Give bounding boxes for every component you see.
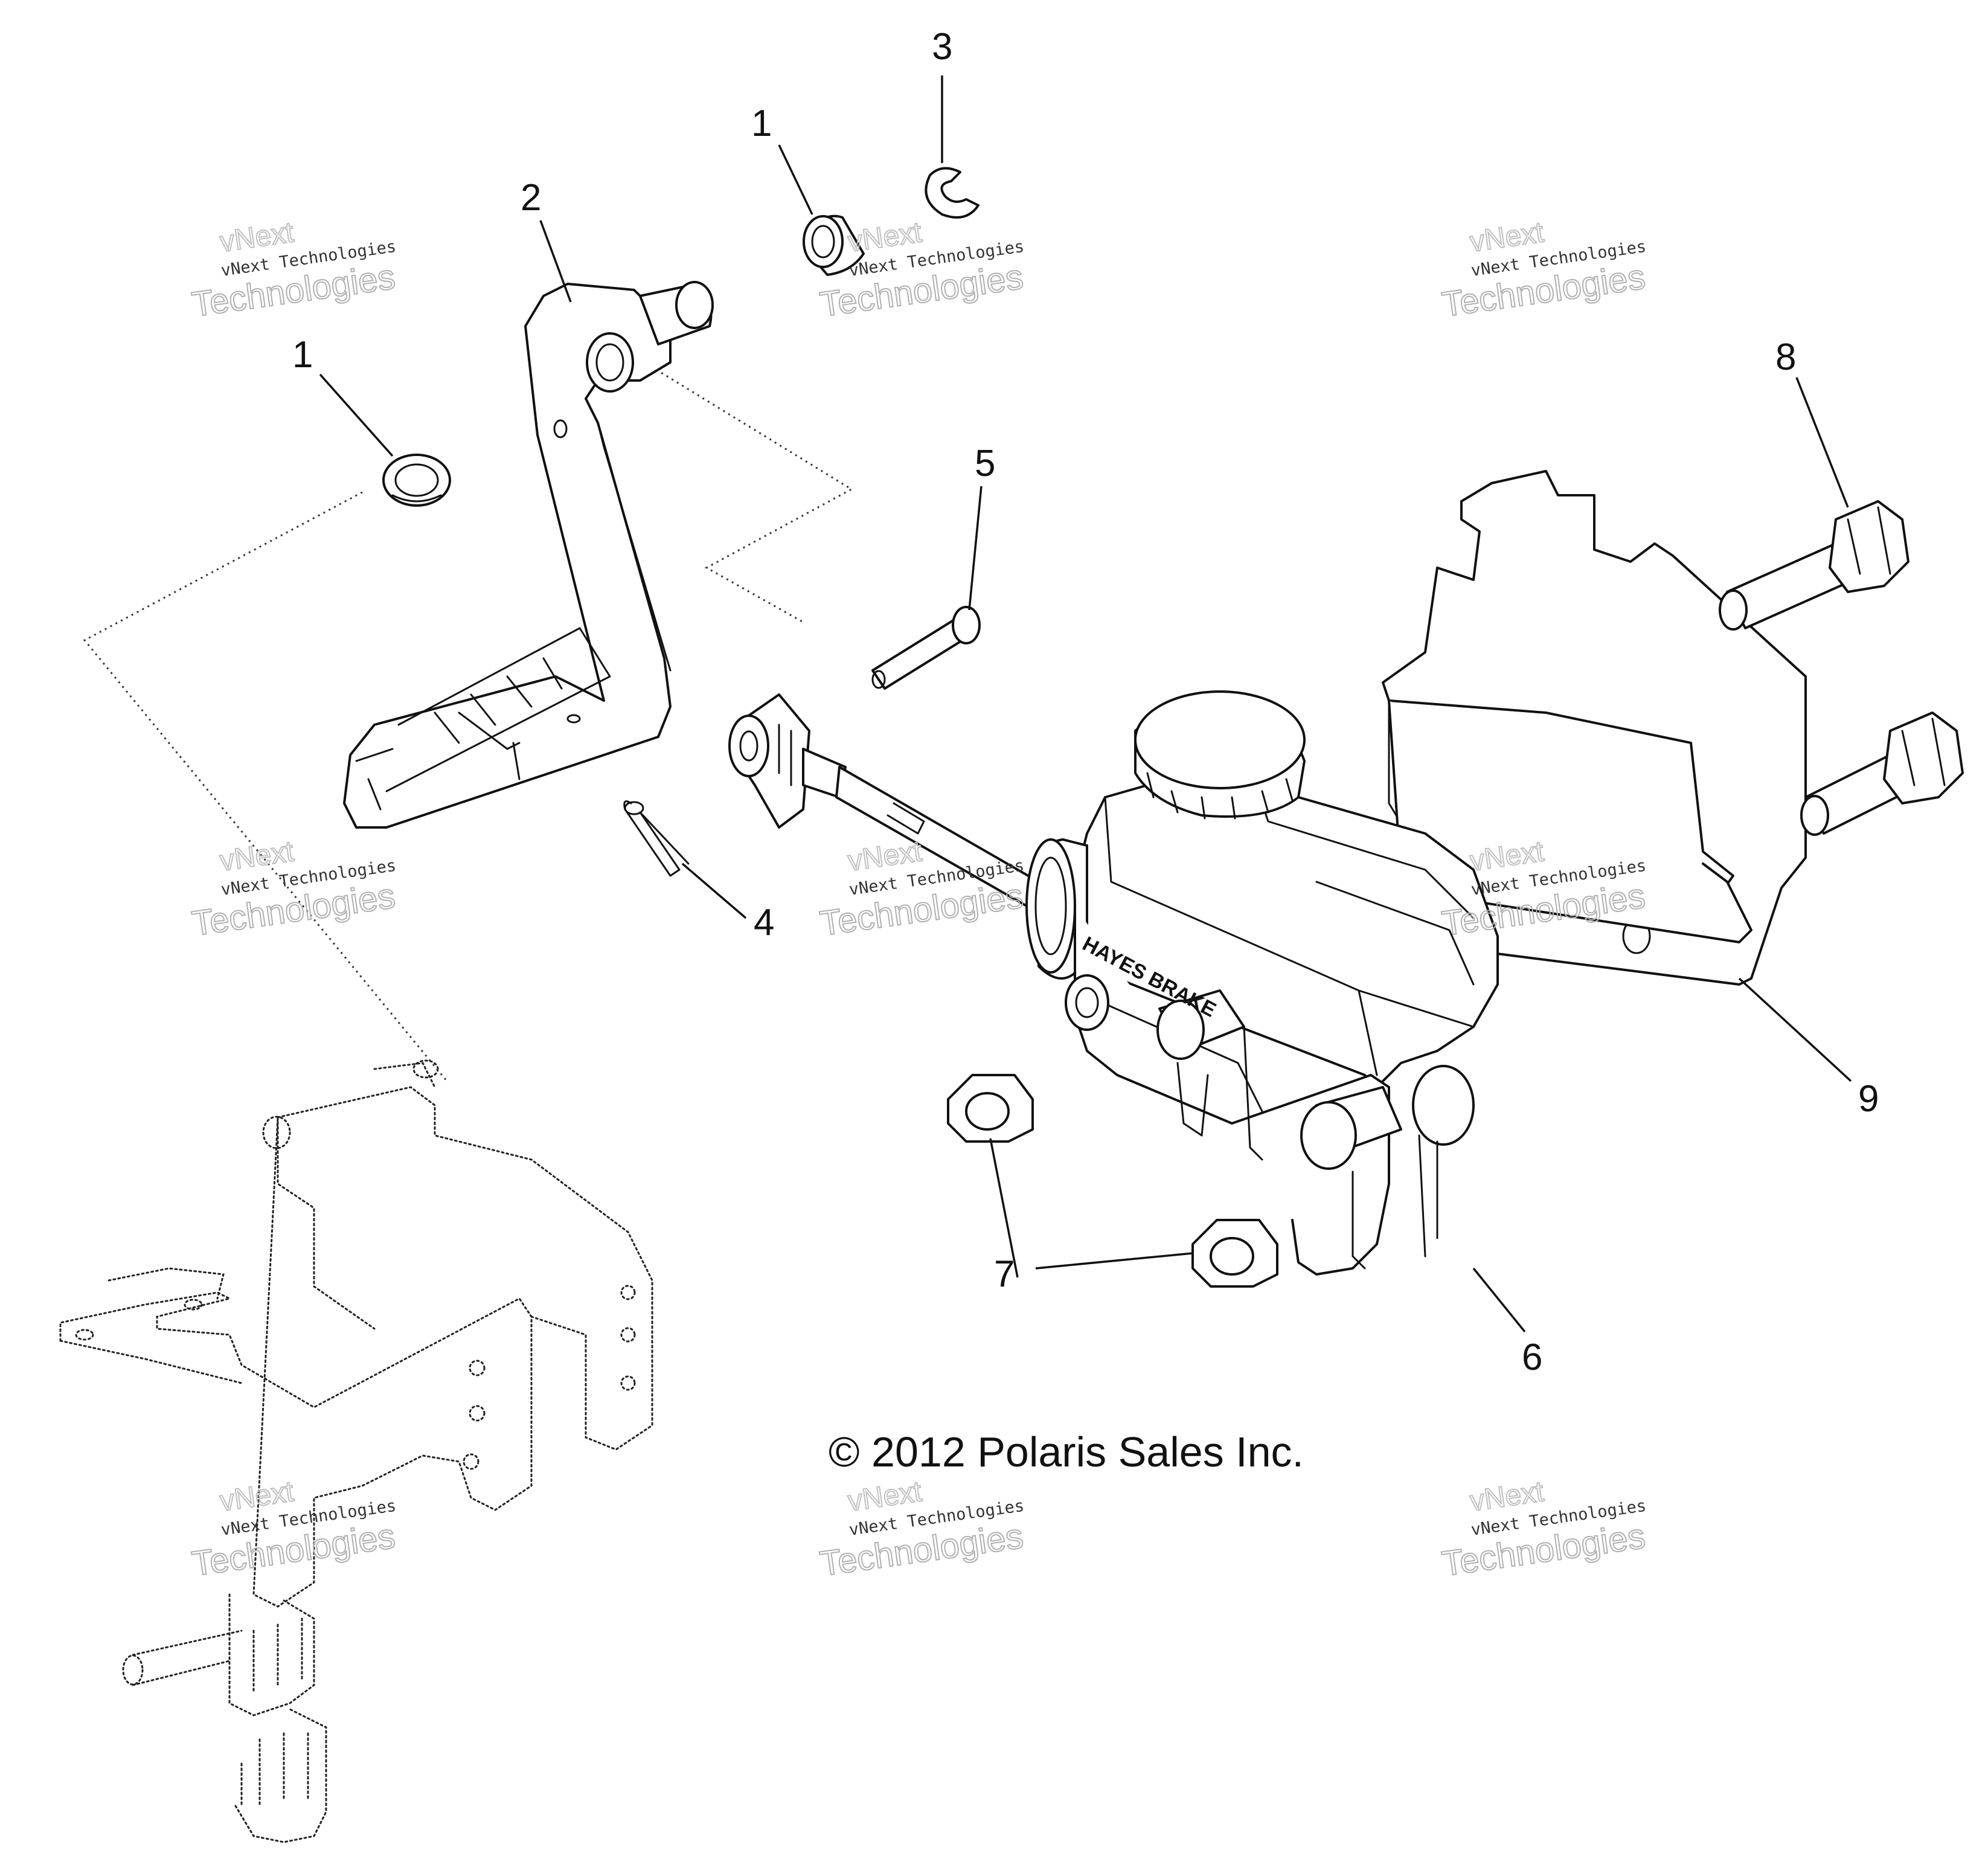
svg-text:vNext: vNext [218, 835, 296, 878]
leader-lines [319, 75, 1852, 1333]
callout-9: 9 [1858, 1078, 1879, 1120]
assembly-guide-lines [83, 340, 854, 1082]
svg-text:vNext: vNext [1468, 216, 1546, 258]
bolt-upper [1719, 500, 1909, 631]
frame-bracket-ghost [59, 1059, 653, 1843]
svg-text:vNext: vNext [846, 216, 924, 258]
leader-7a [989, 1138, 1019, 1278]
callout-8: 8 [1775, 336, 1796, 378]
callout-7: 7 [994, 1253, 1015, 1295]
bushing-upper [803, 214, 865, 276]
mounting-bracket [1382, 470, 1807, 986]
svg-text:vNext: vNext [1468, 1475, 1546, 1518]
bolt-lower [1800, 711, 1964, 836]
leader-1a [319, 373, 394, 457]
leader-7b [1035, 1252, 1193, 1270]
leader-6 [1472, 1267, 1526, 1333]
pushrod-clevis [728, 693, 1040, 907]
watermark-ml: vNext vNext Technologies Technologies [189, 835, 398, 944]
leader-1b [778, 144, 813, 215]
callout-3: 3 [932, 26, 952, 68]
master-cylinder: HAYES BRAKE [1025, 690, 1499, 1276]
watermark-mc: vNext vNext Technologies Technologies [817, 835, 1026, 944]
callout-5: 5 [975, 443, 995, 484]
watermark-tr: vNext vNext Technologies Technologies [1439, 216, 1648, 325]
nut-upper [947, 1074, 1034, 1143]
watermark-br: vNext vNext Technologies Technologies [1439, 1475, 1648, 1584]
callout-4: 4 [754, 902, 774, 943]
leader-9 [1738, 977, 1852, 1082]
leader-4 [681, 862, 747, 919]
callout-1b: 1 [751, 103, 772, 144]
brake-pedal [343, 281, 714, 829]
copyright-notice: © 2012 Polaris Sales Inc. [829, 1428, 1304, 1475]
e-clip [925, 167, 980, 219]
leader-2 [539, 220, 572, 303]
leader-8 [1795, 377, 1849, 508]
clevis-pin [871, 606, 981, 690]
callout-1a: 1 [292, 334, 313, 376]
callout-2: 2 [521, 177, 541, 219]
callouts: 1 1 2 3 4 5 6 7 8 9 [292, 26, 1879, 1378]
callout-6: 6 [1522, 1337, 1542, 1378]
svg-text:vNext: vNext [218, 216, 296, 258]
watermark-bc: vNext vNext Technologies Technologies [817, 1475, 1026, 1584]
leader-5 [968, 486, 983, 611]
bushing-lower [382, 454, 451, 507]
svg-text:vNext: vNext [846, 1475, 924, 1518]
watermark-bl: vNext vNext Technologies Technologies [189, 1475, 398, 1584]
svg-text:vNext: vNext [846, 835, 924, 878]
cotter-pin [623, 800, 690, 877]
watermark-tc: vNext vNext Technologies Technologies [817, 216, 1026, 325]
svg-text:vNext: vNext [218, 1475, 296, 1518]
nut-lower [1191, 1219, 1278, 1288]
watermark-tl: vNext vNext Technologies Technologies [189, 216, 398, 325]
